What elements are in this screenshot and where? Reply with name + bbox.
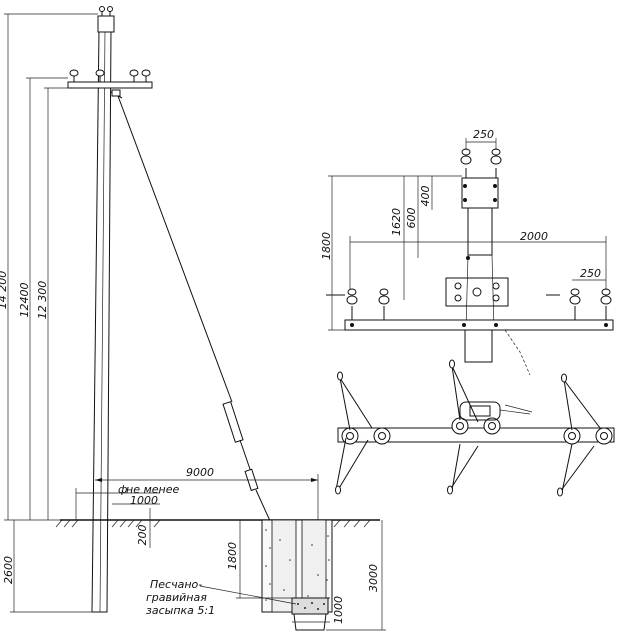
guy-turnbuckle [222,401,244,443]
anchor-distance-dimension [95,474,319,520]
mid-bracket [445,277,509,307]
dim-min-distance-label: не менее [126,483,179,496]
pole-top-cap [97,15,115,33]
pole-shaft [91,29,112,613]
guy-wire-middle [239,439,253,476]
crossarm-insulators [69,69,151,82]
dim-insulator-spacing-right: 250 [580,267,601,280]
dim-side-height: 1620 [390,208,403,236]
pole-head-detail: 250 1800 1620 600 40 [320,128,614,376]
dim-pit-depth-total: 3000 [367,564,380,592]
dim-pole-total-height: 14 200 [0,271,9,310]
phi-symbol: ф [118,483,127,496]
crossarm [67,81,153,89]
dim-pit-depth-inner: 1800 [226,542,239,570]
backfill-note-line2: гравийная [146,591,207,604]
ground-hatch [55,519,371,528]
dim-top-offset: 400 [419,186,432,207]
dim-min-distance-value: 1000 [130,494,158,507]
dim-mid-offset: 600 [405,208,418,229]
backfill-note-line1: Песчано- [150,578,202,591]
dim-guy-depth-top: 200 [136,525,149,546]
dim-crossarm-level: 1800 [320,232,333,260]
guy-wire-upper [117,95,233,403]
anchor-pit [261,519,333,631]
height-dimensions [4,13,98,613]
dim-pole-depth: 2600 [2,556,15,584]
dim-crossarm-span: 2000 [520,230,548,243]
crossarm-insulators-row [346,288,612,320]
dim-crossarm-height: 12400 [18,283,31,318]
lower-crossarm [344,319,614,331]
crossarm-plan-view [335,359,615,497]
pole-elevation: 14 200 12400 12 300 2600 9000 ф не менее… [0,6,386,631]
top-insulators [460,148,502,178]
dim-attach-height: 12 300 [36,281,49,320]
dim-anchor-distance: 9000 [186,466,214,479]
anchor-slab [291,597,329,615]
dim-pit-bottom-width: 1000 [332,596,345,624]
backfill-note-line3: засыпка 5:1 [146,604,215,617]
dim-insulator-spacing-top: 250 [473,128,494,141]
